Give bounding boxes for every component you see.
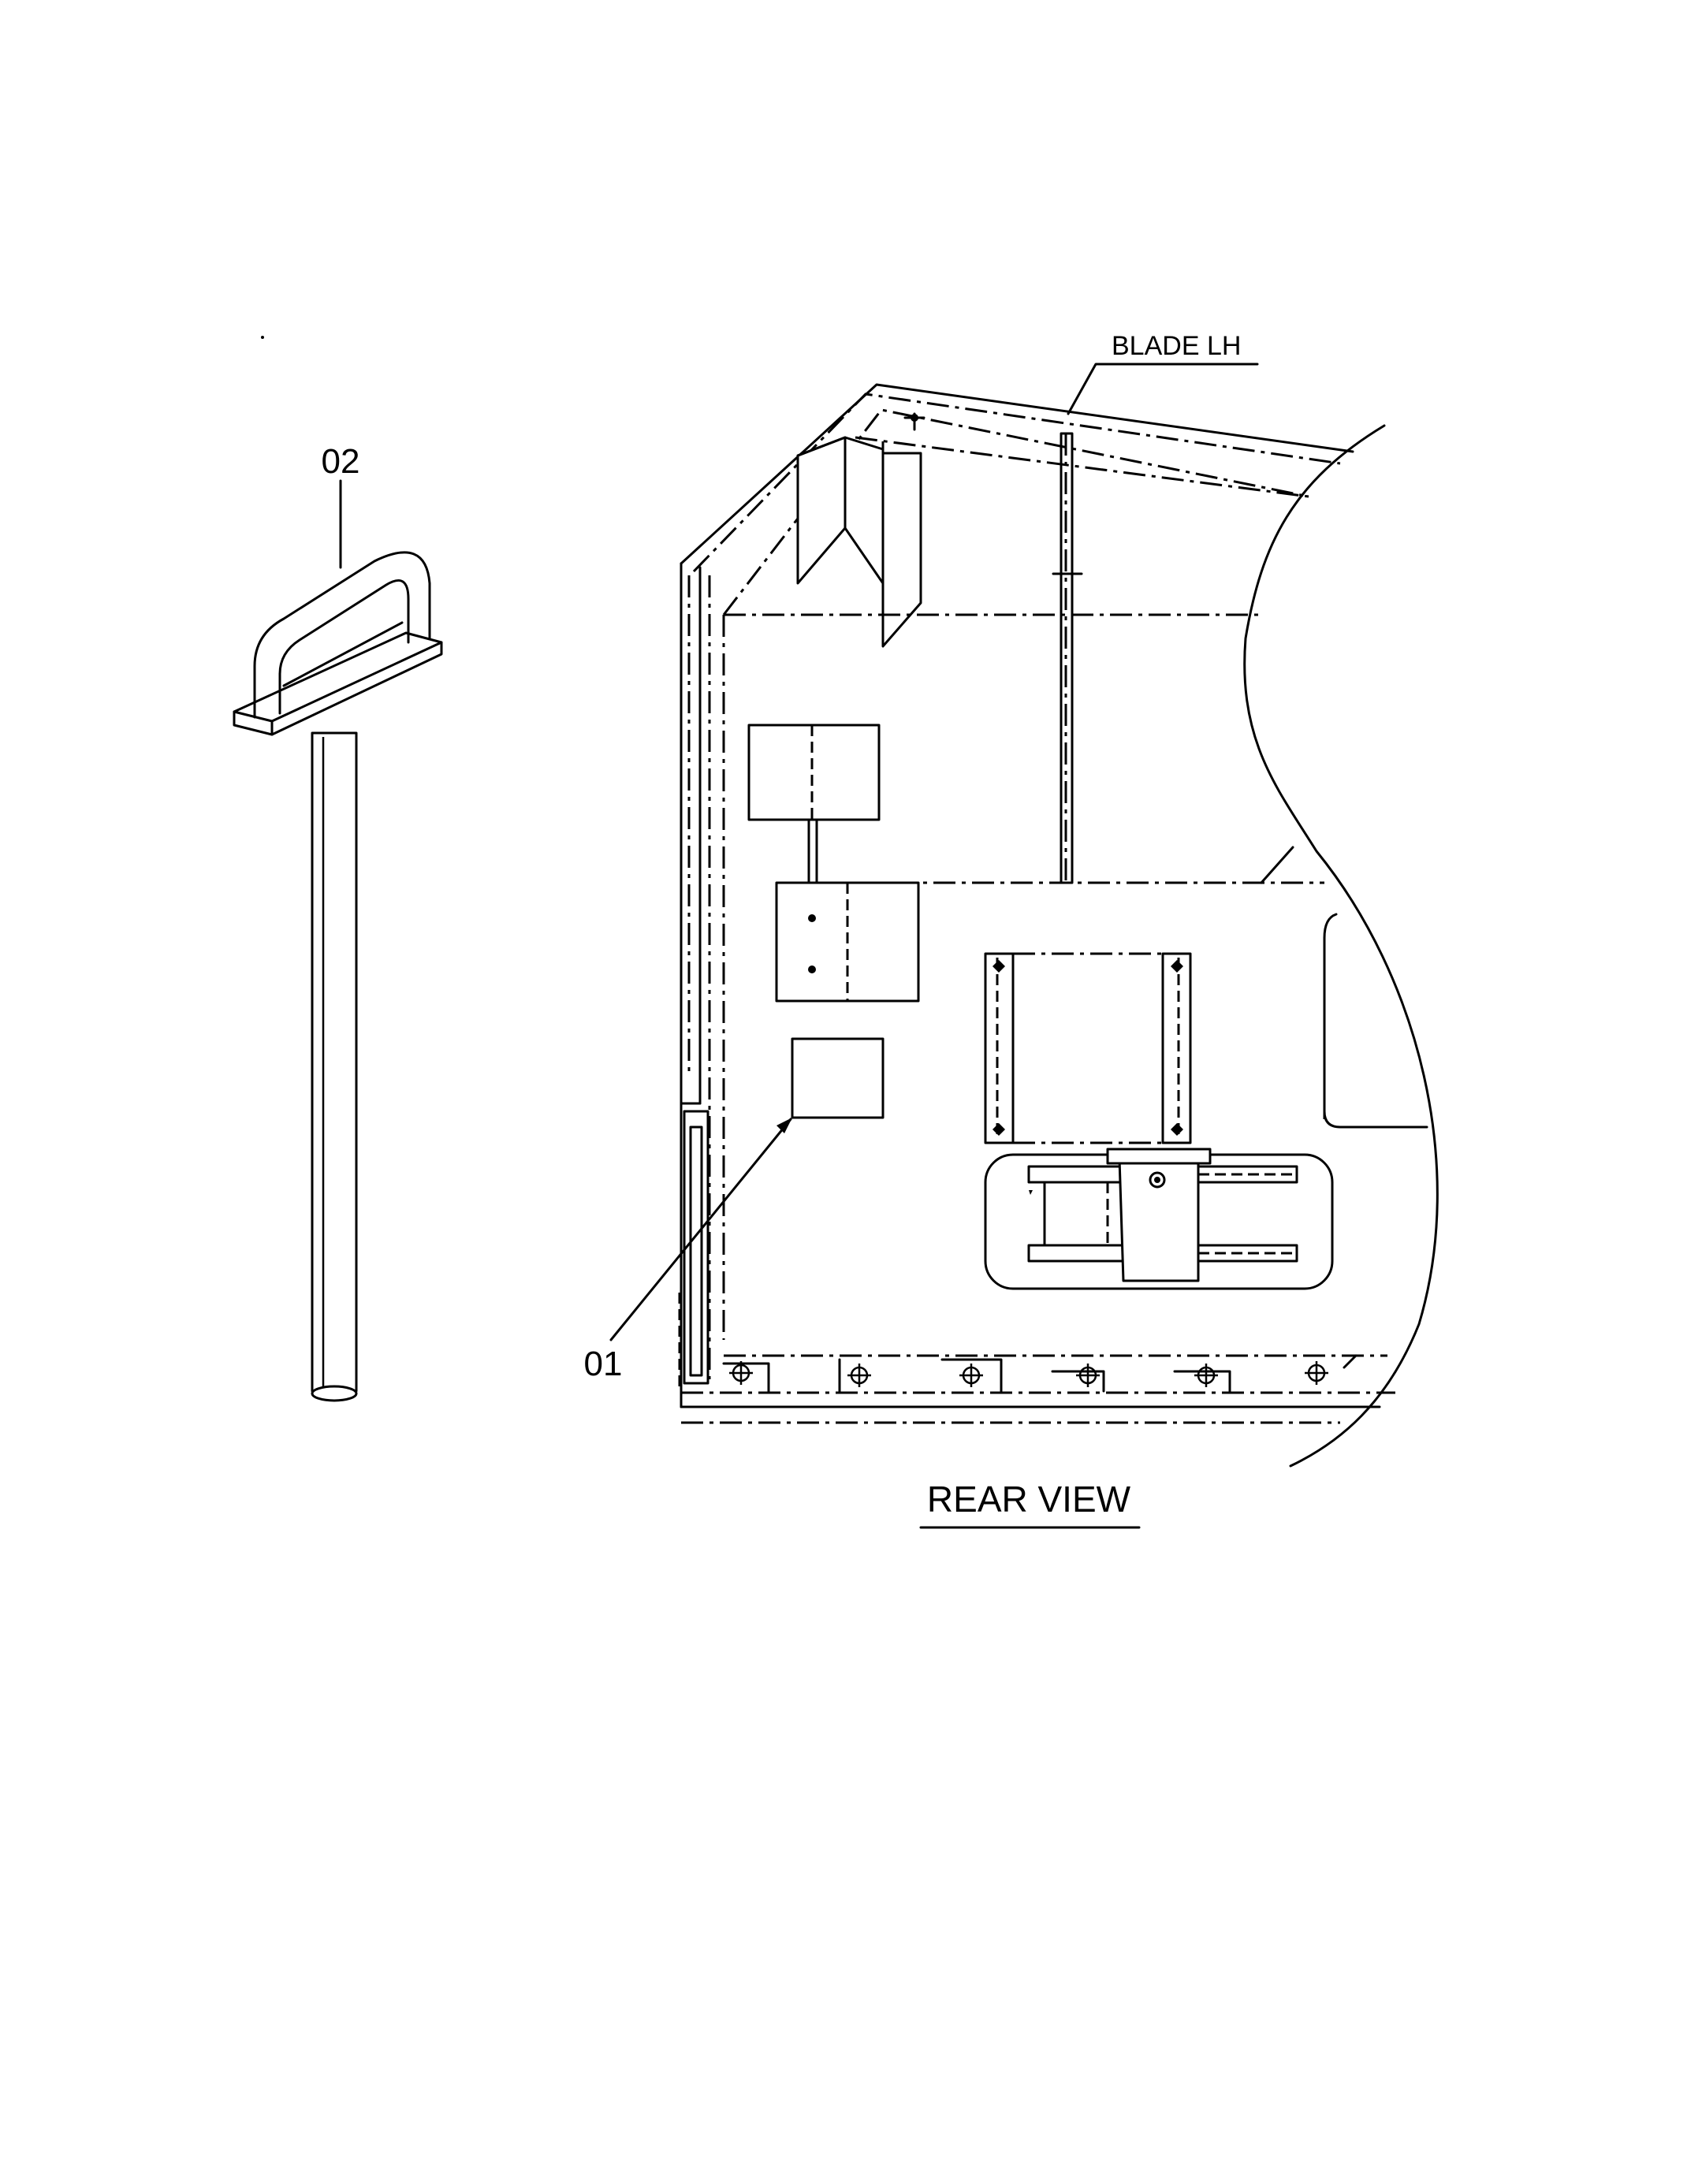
rivet-icon <box>1171 1123 1183 1136</box>
arrow-01-head <box>777 1118 792 1133</box>
pin-shaft <box>311 731 358 1401</box>
bolt-icon <box>911 414 918 422</box>
rivet-icon <box>1171 960 1183 973</box>
part-number-01: 01 <box>584 1345 623 1383</box>
pin-plate <box>233 631 443 736</box>
flange-tab-4 <box>1051 1370 1105 1393</box>
rivet-icon <box>993 1123 1005 1136</box>
flange-tab-6 <box>1343 1354 1358 1369</box>
top-bolt <box>903 412 925 431</box>
upper-plate <box>747 724 881 821</box>
blade-top-fold-hidden <box>855 436 1309 498</box>
pin-part-02: 02 <box>233 442 443 1402</box>
rear-view-blade: 01 <box>584 331 1439 1529</box>
leader-01 <box>609 1118 792 1341</box>
bottom-bolts <box>729 1361 1328 1387</box>
view-title: REAR VIEW <box>927 1479 1131 1520</box>
part-01-decal <box>791 1037 885 1119</box>
top-mount-bracket <box>796 436 885 585</box>
latch-pin-icon <box>1149 1171 1166 1189</box>
latch-bar-top-left <box>1027 1165 1125 1184</box>
leader-blade-lh <box>1067 363 1259 415</box>
blade-top-edge <box>680 383 1354 565</box>
latch-pin-center <box>1154 1177 1160 1183</box>
hole-icon <box>808 965 816 973</box>
latch-body <box>1118 1157 1200 1282</box>
rivet-icon <box>993 960 1005 973</box>
mounting-frame <box>984 952 1192 1144</box>
latch-cap <box>1106 1148 1212 1165</box>
blade-curved-edge <box>1243 424 1439 1468</box>
side-bracket-slot <box>689 1125 703 1377</box>
blade-lh-label: BLADE LH <box>1112 331 1241 361</box>
top-mount-side <box>881 452 922 648</box>
part-number-02: 02 <box>322 442 360 481</box>
flange-tab-1 <box>722 1362 770 1393</box>
pin-tip <box>311 1385 358 1402</box>
blade-top-inner-hidden <box>722 408 1309 616</box>
pin-handle-inner <box>278 579 410 715</box>
face-mid-chamfer <box>1260 846 1294 884</box>
pin-handle-outer <box>253 551 431 719</box>
hole-icon <box>808 914 816 922</box>
latch-assembly <box>984 1148 1334 1290</box>
frame-rail-left <box>984 952 1015 1144</box>
latch-bar-bottom-left <box>1027 1244 1125 1263</box>
flange-tab-5 <box>1173 1370 1231 1393</box>
flange-tab-3 <box>940 1358 1003 1393</box>
side-recess <box>1323 913 1428 1129</box>
blade-top-edge-hidden <box>692 393 1341 573</box>
vertical-rib <box>1060 432 1074 884</box>
stray-mark <box>261 336 264 339</box>
top-mount-fold <box>796 436 847 530</box>
frame-rail-right <box>1161 952 1192 1144</box>
latch-marker <box>1029 1190 1033 1195</box>
pin-handle-bar <box>282 621 404 687</box>
